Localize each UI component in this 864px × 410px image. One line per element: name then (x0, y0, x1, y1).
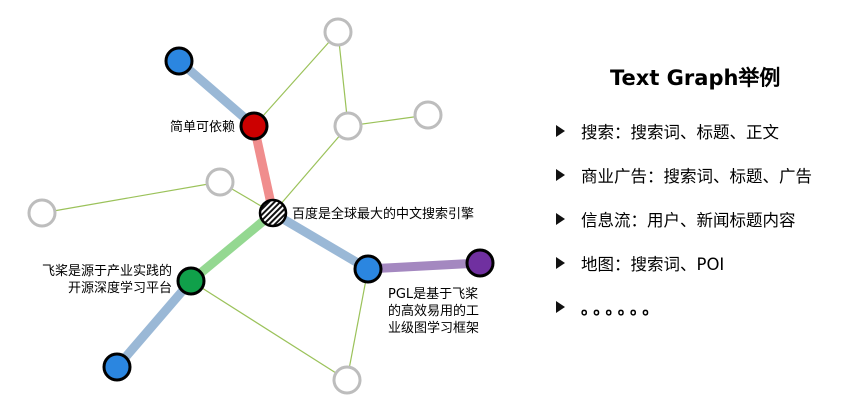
arrow-bullet-icon (556, 301, 565, 313)
edge (253, 31, 339, 127)
list-item-text: 地图：搜索词、POI (581, 255, 725, 274)
center-node (258, 198, 288, 228)
green-node-label-line-2: 开源深度学习平台 (68, 280, 172, 296)
gray-node (413, 100, 443, 130)
edge-blue-red (174, 56, 259, 131)
examples-list: 搜索：搜索词、标题、正文 商业广告：搜索词、标题、广告 信息流：用户、新闻标题内… (556, 109, 856, 329)
edge (41, 181, 221, 214)
edge (190, 280, 348, 381)
gray-nodes (27, 17, 443, 395)
list-item-text: 。。。。。。 (581, 299, 663, 318)
edge-center-green (186, 208, 278, 286)
red-node-label: 简单可依赖 (170, 119, 235, 135)
gray-node (323, 17, 353, 47)
colored-nodes (102, 46, 495, 382)
thin-edges (41, 31, 429, 381)
edge (337, 31, 349, 127)
blue-node-right (353, 254, 383, 284)
arrow-bullet-icon (556, 257, 565, 269)
gray-node (332, 365, 362, 395)
center-node-label: 百度是全球最大的中文搜索引擎 (292, 206, 474, 222)
gray-node (333, 111, 363, 141)
examples-panel: Text Graph举例 搜索：搜索词、标题、正文 商业广告：搜索词、标题、广告… (556, 62, 856, 329)
list-item-text: 商业广告：搜索词、标题、广告 (581, 167, 812, 186)
blue-node-top (164, 46, 194, 76)
edge-red-center (249, 121, 278, 218)
highlight-edges (112, 56, 485, 372)
edge (346, 268, 369, 381)
edge-center-blue (268, 208, 373, 274)
purple-node (465, 248, 495, 278)
green-node (176, 266, 206, 296)
list-item: 。。。。。。 (556, 285, 856, 329)
gray-node (27, 198, 57, 228)
blue-node-bottom (102, 352, 132, 382)
green-node-label-line-1: 飞桨是源于产业实践的 (42, 263, 172, 279)
panel-title: Text Graph举例 (610, 66, 781, 90)
arrow-bullet-icon (556, 169, 565, 181)
blue-node-label-line-1: PGL是基于飞桨 (388, 286, 478, 302)
arrow-bullet-icon (556, 213, 565, 225)
red-node (239, 111, 269, 141)
edge-blue-purple (363, 258, 485, 274)
edge-green-blue (112, 276, 196, 372)
list-item-text: 信息流：用户、新闻标题内容 (581, 211, 796, 230)
list-item-text: 搜索：搜索词、标题、正文 (581, 123, 779, 142)
blue-node-label-line-3: 业级图学习框架 (388, 320, 479, 336)
node-labels: 百度是全球最大的中文搜索引擎 简单可依赖 飞桨是源于产业实践的 开源深度学习平台… (42, 119, 479, 336)
list-item: 商业广告：搜索词、标题、广告 (556, 153, 856, 197)
arrow-bullet-icon (556, 125, 565, 137)
list-item: 地图：搜索词、POI (556, 241, 856, 285)
list-item: 信息流：用户、新闻标题内容 (556, 197, 856, 241)
list-item: 搜索：搜索词、标题、正文 (556, 109, 856, 153)
blue-node-label-line-2: 的高效易用的工 (388, 303, 479, 319)
gray-node (205, 167, 235, 197)
edge (272, 125, 349, 214)
